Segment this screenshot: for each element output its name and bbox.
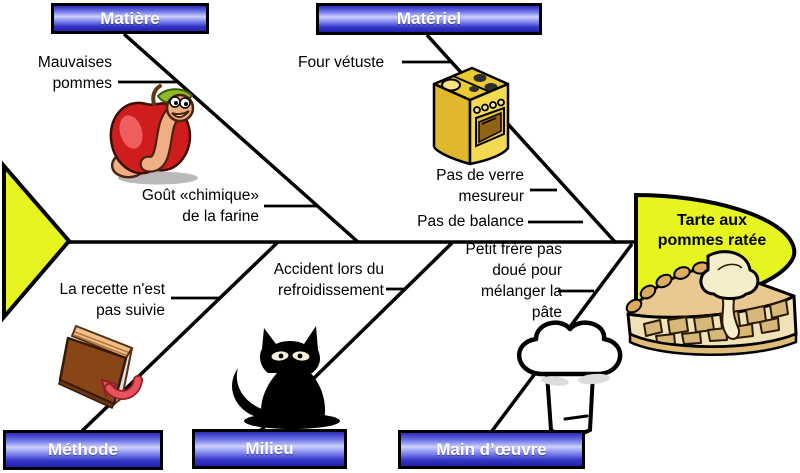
category-label-methode: Méthode [48, 440, 118, 459]
cause-recette-pas-suivie: La recette n'est pas suivie [59, 281, 166, 319]
black-cat-icon [222, 324, 354, 432]
apple-with-worm-icon [100, 82, 212, 186]
bone-matiere [122, 32, 360, 244]
category-box-main-doeuvre[interactable]: Main d’œuvre [398, 430, 585, 469]
old-stove-icon [423, 57, 517, 173]
cause-pas-de-verre-mesureur: Pas de verre mesureur [436, 167, 524, 205]
category-label-matiere: Matière [100, 8, 160, 28]
cause-gout-chimique: Goût «chimique» de la farine [141, 187, 259, 225]
category-label-main-doeuvre: Main d’œuvre [436, 439, 547, 459]
cause-petit-frere: Petit frère pas doué pour mélanger la pâ… [465, 241, 563, 321]
cause-mauvaises-pommes: Mauvaises pommes [37, 54, 112, 92]
chef-hat-icon [505, 314, 633, 444]
recipe-book-icon [52, 318, 160, 414]
cause-pas-de-balance: Pas de balance [417, 213, 524, 230]
category-box-methode[interactable]: Méthode [3, 430, 163, 470]
category-box-milieu[interactable]: Milieu [192, 429, 347, 469]
bone-materiel [425, 33, 618, 245]
cause-four-vetuste: Four vétuste [298, 54, 385, 71]
tail-arrow-shape [1, 160, 72, 323]
category-label-milieu: Milieu [245, 439, 294, 458]
category-box-matiere[interactable]: Matière [51, 3, 209, 34]
apple-pie-slice-icon [620, 248, 800, 366]
effect-label: Tarte aux pommes ratée [657, 212, 767, 249]
cause-accident-refroidissement: Accident lors du refroidissement [273, 261, 384, 299]
category-box-materiel[interactable]: Matériel [316, 3, 542, 35]
category-label-materiel: Matériel [396, 9, 462, 28]
